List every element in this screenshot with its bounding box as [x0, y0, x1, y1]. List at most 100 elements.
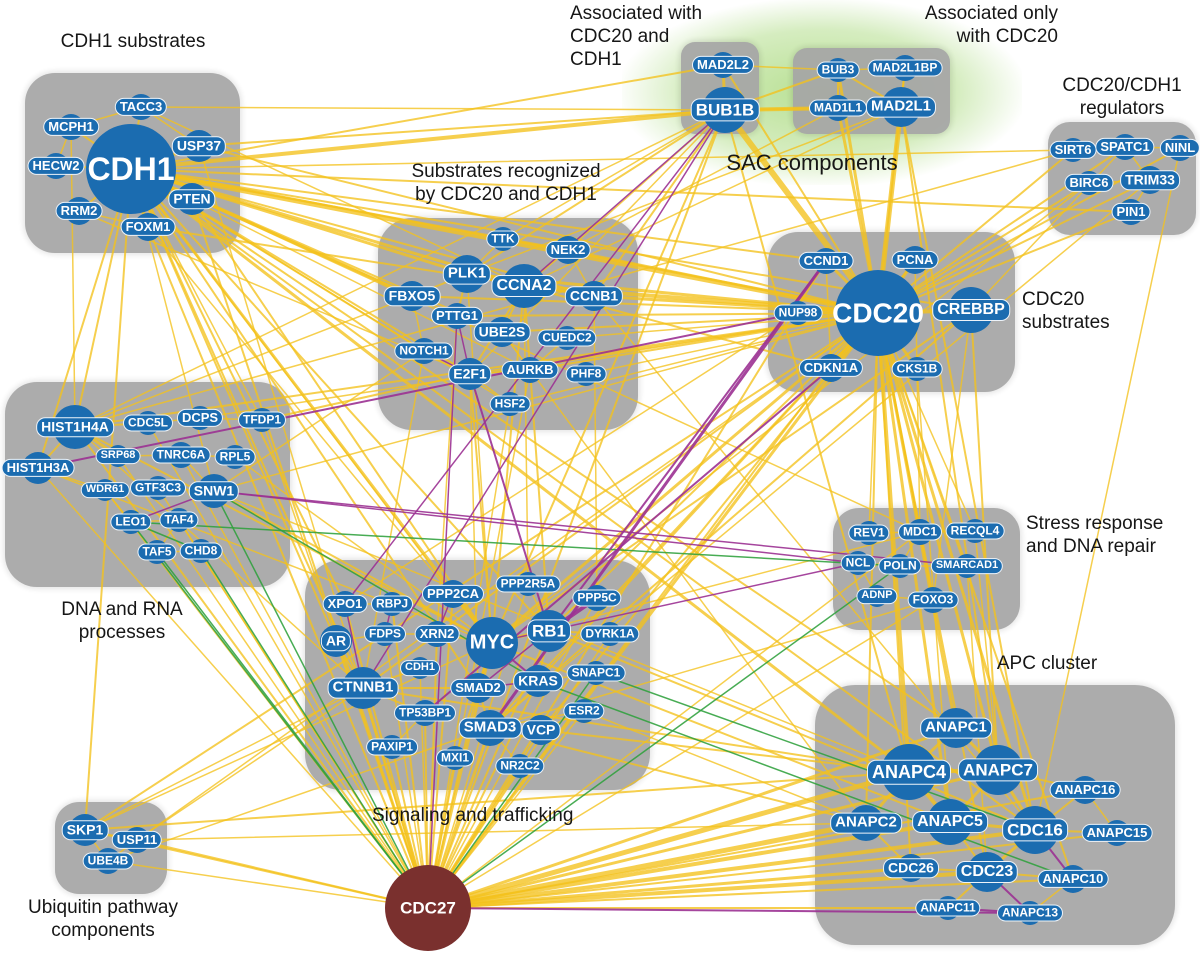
- edge-e2f1-myc: [469, 373, 493, 644]
- edge-hist1h4a-myc: [74, 426, 493, 644]
- edge-cdc27-foxo3: [427, 599, 934, 909]
- node-label-tacc3: TACC3: [114, 97, 168, 117]
- cdc20-substrates-label-line-1: CDC20: [1022, 289, 1085, 310]
- node-label-pin1: PIN1: [1111, 202, 1151, 222]
- node-label-pten: PTEN: [168, 189, 216, 209]
- edge-cdc27-anapc10: [427, 878, 1074, 909]
- node-label-ppp2r5a: PPP2R5A: [495, 575, 561, 593]
- edge-cdh1-cdc16: [130, 168, 1036, 831]
- edge-cdc20-phf8: [585, 312, 879, 375]
- node-label-cdkn1a: CDKN1A: [798, 358, 864, 378]
- edge-ccnd1-cdkn1a: [825, 260, 832, 369]
- node-label-ninl: NINL: [1159, 138, 1200, 158]
- node-label-foxo3: FOXO3: [907, 591, 959, 609]
- node-label-ccnb1: CCNB1: [564, 286, 624, 306]
- node-label-anapc7: ANAPC7: [958, 758, 1038, 782]
- node-label-ube2s: UBE2S: [473, 322, 531, 342]
- edge-usp37-bub1b: [198, 109, 726, 147]
- edge-birc6-myc: [491, 182, 1090, 644]
- edge-cdc27-cdc26: [426, 866, 913, 910]
- node-label-ube4b: UBE4B: [82, 852, 134, 870]
- node-label-anapc1: ANAPC1: [920, 717, 992, 739]
- node-label-hist1h3a: HIST1H3A: [1, 458, 75, 478]
- edge-ppp5c-cdc27: [427, 597, 598, 909]
- edge-snw1-cdc27: [213, 490, 429, 909]
- node-label-nup98: NUP98: [773, 304, 823, 322]
- edge-smad3-anapc2: [489, 727, 867, 824]
- node-label-snw1: SNW1: [188, 481, 240, 501]
- node-label-notch1: NOTCH1: [394, 342, 454, 360]
- edge-cdc27-anapc15: [427, 832, 1118, 909]
- node-label-poln: POLN: [878, 557, 922, 575]
- node-label-anapc15: ANAPC15: [1081, 823, 1153, 843]
- apc-cluster-label-line-1: APC cluster: [996, 653, 1098, 674]
- node-label-tnrc6a: TNRC6A: [151, 446, 211, 464]
- edge-e2f1-tfdp1: [261, 373, 471, 421]
- node-label-taf4: TAF4: [159, 511, 199, 529]
- edge-ncl-snw1: [213, 490, 859, 564]
- cdc20-substrates-label-line-2: substrates: [1022, 312, 1110, 334]
- node-label-cdh1b: CDH1: [400, 660, 440, 676]
- edge-cdh1-anapc1: [130, 168, 957, 729]
- edge-cdc27-ube4b: [107, 860, 429, 909]
- node-label-ppp2ca: PPP2CA: [421, 584, 485, 604]
- node-circle-cdc20: [835, 270, 921, 356]
- node-label-e2f1: E2F1: [448, 364, 492, 384]
- node-label-skp1: SKP1: [61, 820, 109, 840]
- edge-cdc20-hsf2: [509, 312, 879, 405]
- ubiquitin-pathway-label-line-1: Ubiquitin pathway: [28, 897, 178, 918]
- edge-chd8-cdc27: [200, 550, 429, 909]
- edge-cdc27-mdc1: [427, 531, 921, 909]
- edge-skp1-anapc4: [84, 771, 910, 831]
- edge-pten-cdc27: [191, 198, 429, 909]
- node-label-ar: AR: [320, 631, 352, 651]
- edge-ninl-cdc16: [1034, 147, 1181, 831]
- edge-mcph1-hist1h4a: [70, 126, 76, 428]
- dna-rna-processes-label-line-1: DNA and RNA: [61, 599, 183, 620]
- node-label-dyrk1a: DYRK1A: [580, 625, 640, 643]
- edge-cdc27-anapc1: [426, 726, 958, 910]
- edge-cdc27-bub1b: [427, 109, 726, 909]
- node-label-myc: MYC: [469, 631, 515, 654]
- substrates-recognized-label-line-2: by CDC20 and CDH1: [415, 184, 597, 206]
- node-label-rb1: RB1: [526, 619, 572, 643]
- node-label-chd8: CHD8: [179, 542, 223, 560]
- edge-snapc1-cdc16: [595, 672, 1036, 831]
- node-label-cdc26: CDC26: [883, 858, 939, 878]
- node-label-sirt6: SIRT6: [1049, 140, 1097, 160]
- node-label-pttg1: PTTG1: [431, 306, 483, 326]
- node-label-srp68: SRP68: [95, 448, 141, 464]
- edge-usp11-ctnnb1: [136, 687, 364, 841]
- edge-hist1h4a-cdc27: [74, 426, 429, 909]
- node-label-usp11: USP11: [111, 830, 163, 850]
- edge-cdh1-crebbp: [130, 168, 972, 311]
- node-label-rpl5: RPL5: [214, 448, 256, 466]
- node-label-cdc5l: CDC5L: [122, 414, 174, 432]
- node-label-mxi1: MXI1: [435, 749, 475, 767]
- node-label-ncl: NCL: [840, 554, 876, 572]
- edge-nup98-xpo1: [344, 312, 799, 605]
- node-label-smad3: SMAD3: [458, 717, 522, 739]
- sac-components-label-line-1: SAC components: [726, 150, 898, 175]
- sac-components-label: SAC components: [726, 150, 897, 177]
- node-label-ccna2: CCNA2: [491, 275, 557, 297]
- node-label-snapc1: SNAPC1: [566, 664, 626, 682]
- node-label-trim33: TRIM33: [1120, 170, 1180, 190]
- node-label-gtf3c3: GTF3C3: [129, 479, 187, 497]
- edge-rb1-cdc16: [548, 630, 1036, 831]
- node-label-kras: KRAS: [513, 671, 563, 691]
- node-label-mad2l1bp: MAD2L1BP: [867, 59, 943, 77]
- node-label-rbpj: RBPJ: [370, 595, 414, 613]
- node-label-paxip1: PAXIP1: [366, 738, 418, 756]
- edge-cdh1-tfdp1: [130, 168, 263, 421]
- edge-cdh1-anapc4: [129, 167, 911, 774]
- edge-cdh1-ppp2ca: [130, 168, 454, 595]
- edge-leo1-cdc27: [130, 521, 429, 909]
- node-label-mcph1: MCPH1: [43, 117, 99, 137]
- edge-cdc20-trim33: [877, 179, 1151, 314]
